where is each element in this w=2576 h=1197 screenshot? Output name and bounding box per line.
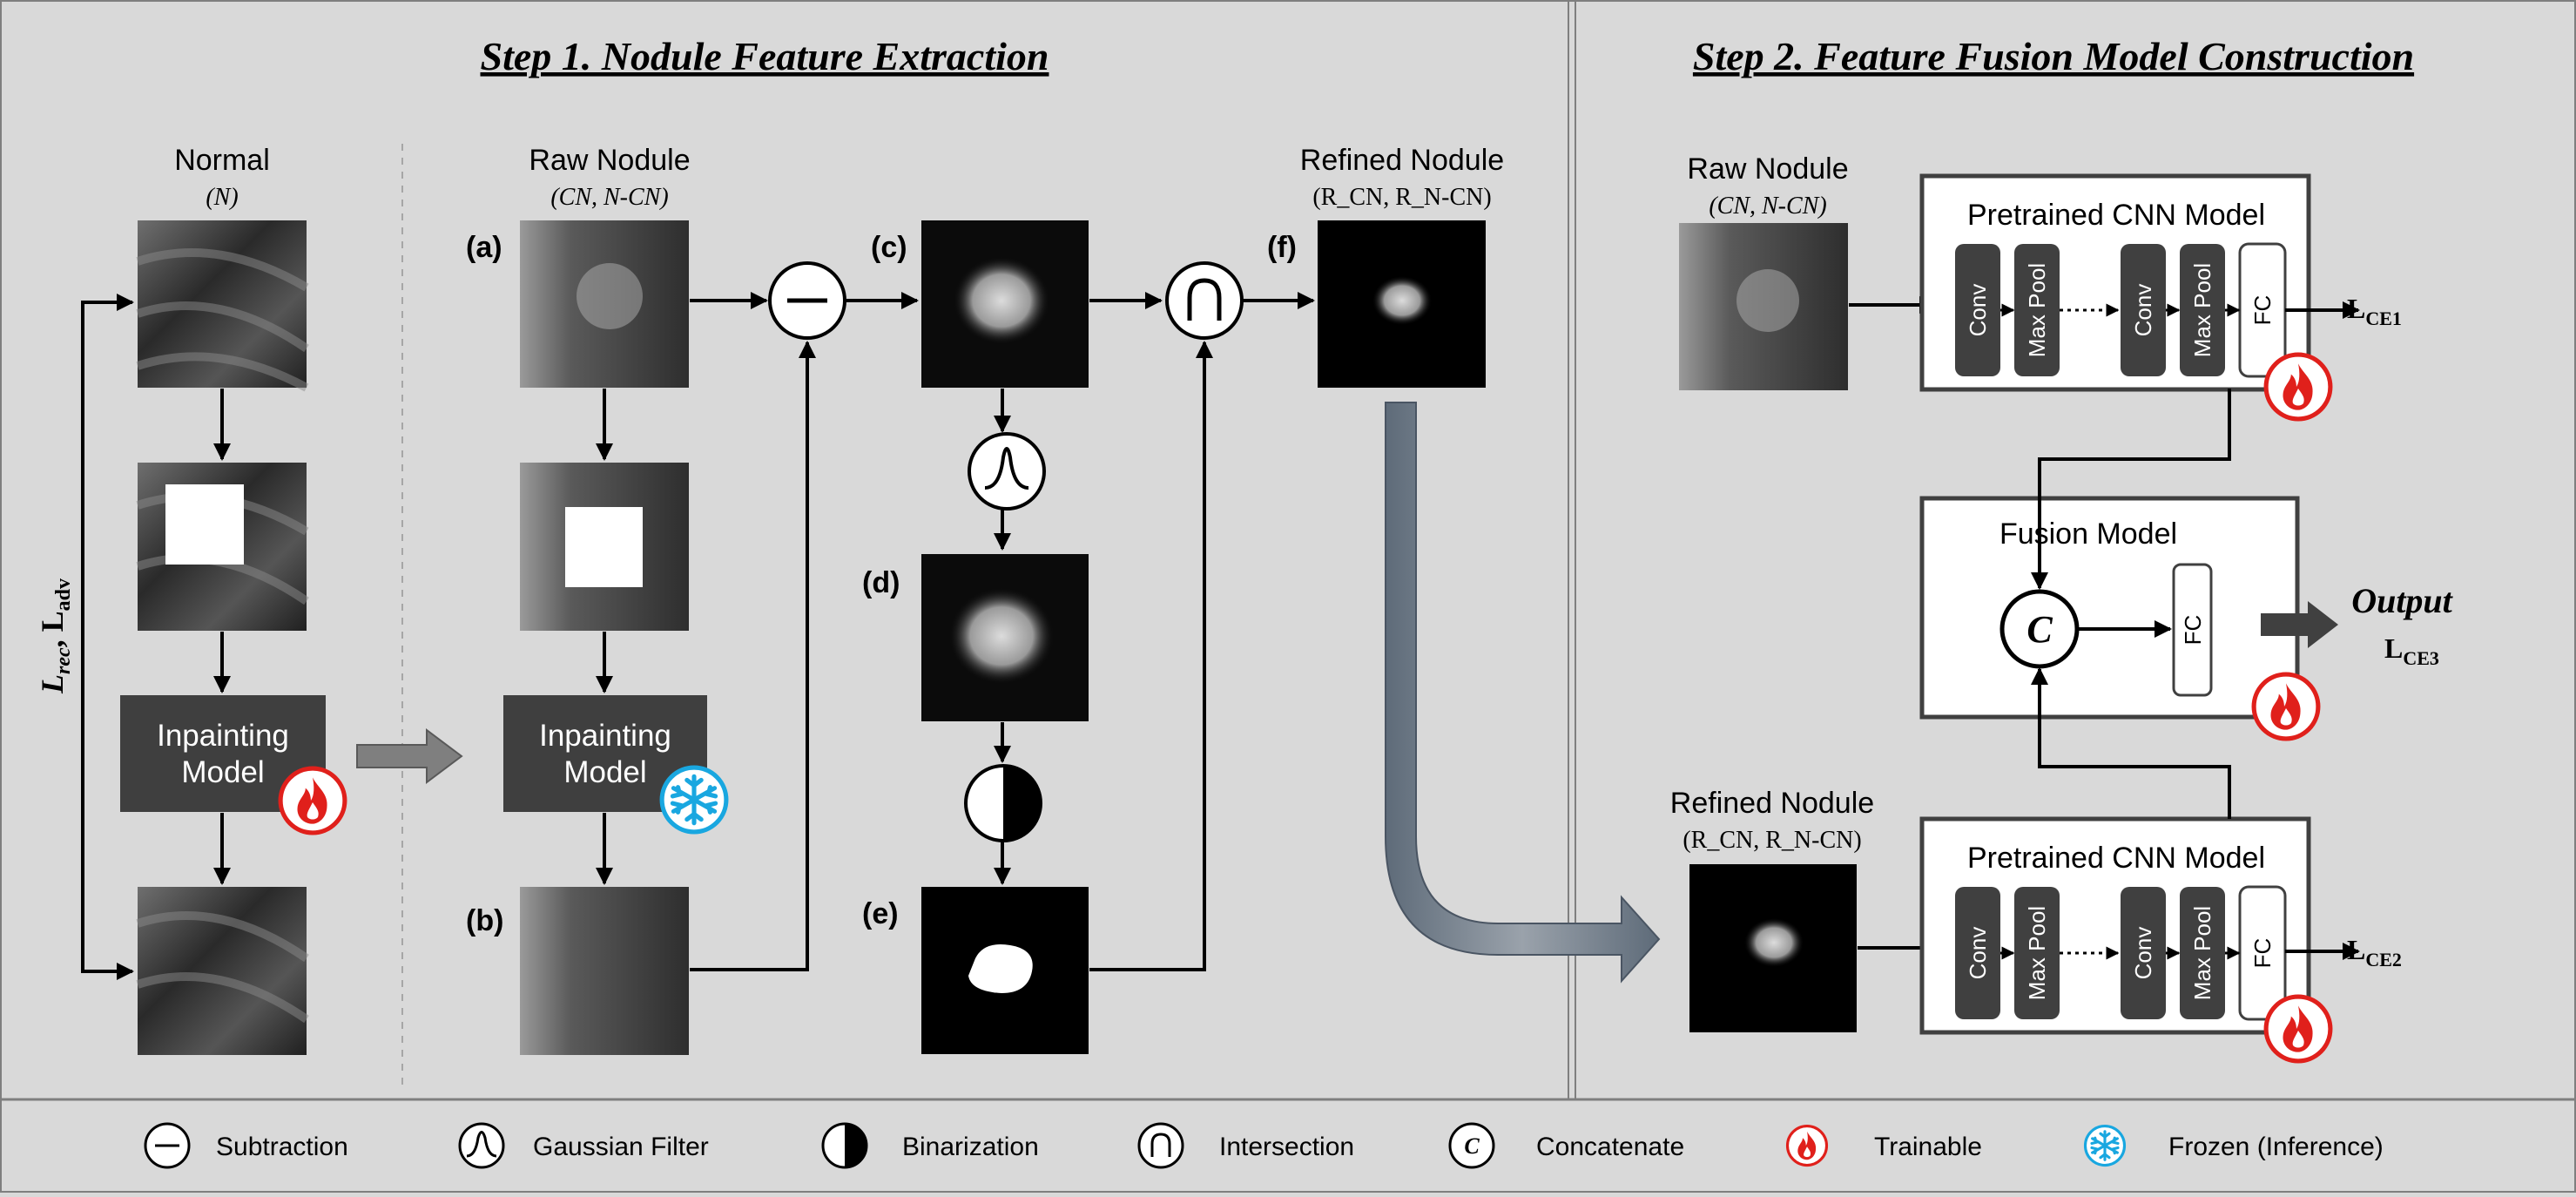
- svg-text:Model: Model: [563, 755, 646, 789]
- tag-f: (f): [1267, 231, 1297, 264]
- svg-text:Pretrained CNN Model: Pretrained CNN Model: [1967, 842, 2265, 875]
- legend-intersection: Intersection: [1219, 1133, 1354, 1161]
- svg-text:Inpainting: Inpainting: [157, 719, 289, 753]
- tag-a: (a): [466, 231, 502, 264]
- raw-sub: (CN, N-CN): [550, 184, 668, 211]
- loss-loop-arrow-top: [81, 294, 134, 610]
- svg-text:Fusion Model: Fusion Model: [1999, 517, 2177, 551]
- refined-label: Refined Nodule: [1300, 144, 1504, 177]
- flame-icon: [1785, 1124, 1829, 1167]
- flame-icon: [2254, 674, 2318, 739]
- loss-ce2: LCE2: [2347, 934, 2402, 970]
- normal-sub: (N): [206, 184, 238, 211]
- smoothed-image: [921, 554, 1089, 721]
- legend-binarization: Binarization: [902, 1133, 1039, 1161]
- svg-text:Conv: Conv: [2130, 927, 2156, 980]
- flame-icon: [280, 768, 345, 833]
- step2-raw-sub: (CN, N-CN): [1709, 193, 1826, 220]
- tag-b: (b): [466, 904, 503, 937]
- binary-mask-image: [921, 887, 1089, 1054]
- svg-text:FC: FC: [2249, 938, 2276, 969]
- raw-xray-masked: [520, 463, 689, 631]
- arrow-cnn1-to-concat: [2031, 389, 2231, 590]
- cnn-model-top: Pretrained CNN Model Conv Max Pool Conv …: [1919, 173, 2311, 392]
- svg-text:Pretrained CNN Model: Pretrained CNN Model: [1967, 199, 2265, 232]
- difference-image: [921, 220, 1089, 388]
- legend-gaussian: Gaussian Filter: [533, 1133, 709, 1161]
- gaussian-op: [968, 432, 1046, 511]
- arrow-recon-to-sub: [690, 341, 816, 971]
- intersection-icon: [1137, 1122, 1184, 1169]
- fusion-model: Fusion Model C FC: [1919, 496, 2300, 720]
- raw-xray-input: [520, 220, 689, 388]
- step2-refined-label: Refined Nodule: [1670, 787, 1874, 820]
- concatenate-icon: C: [1448, 1122, 1495, 1169]
- svg-text:Conv: Conv: [2130, 284, 2156, 337]
- normal-xray-input: [136, 220, 309, 392]
- tag-d: (d): [862, 566, 900, 599]
- svg-text:Inpainting: Inpainting: [539, 719, 671, 753]
- svg-text:FC: FC: [2180, 615, 2206, 646]
- cnn-model-bottom: Pretrained CNN Model Conv Max Pool Conv …: [1919, 816, 2311, 1035]
- svg-text:C: C: [1464, 1133, 1480, 1159]
- output-arrow: [2261, 601, 2338, 648]
- subtraction-icon: [144, 1122, 191, 1169]
- step1-title: Step 1. Nodule Feature Extraction: [481, 34, 1049, 78]
- step2-title: Step 2. Feature Fusion Model Constructio…: [1693, 34, 2414, 78]
- refined-sub: (R_CN, R_N-CN): [1312, 184, 1491, 211]
- svg-text:Max Pool: Max Pool: [2024, 906, 2050, 1000]
- normal-label: Normal: [174, 144, 270, 177]
- arrow-e-to-int: [1089, 341, 1213, 971]
- transfer-arrow: [356, 728, 463, 784]
- flame-icon: [2266, 997, 2330, 1061]
- raw-xray-reconstructed: [520, 887, 689, 1055]
- loss-label: Lrec, Ladv: [35, 578, 75, 694]
- svg-text:C: C: [2026, 608, 2053, 651]
- step2-raw-image: [1679, 223, 1848, 390]
- normal-xray-masked: [136, 463, 309, 631]
- refined-nodule-image: [1318, 220, 1486, 388]
- snowflake-icon: [2083, 1124, 2127, 1167]
- arrow-cnn2-to-concat: [2031, 667, 2231, 819]
- step2-refined-image: [1689, 864, 1857, 1032]
- loss-ce3: LCE3: [2384, 632, 2439, 669]
- raw-label: Raw Nodule: [529, 144, 690, 177]
- tag-e: (e): [862, 897, 899, 930]
- loss-ce1: LCE1: [2347, 293, 2402, 329]
- intersection-op: [1165, 261, 1244, 340]
- step2-raw-label: Raw Nodule: [1687, 152, 1848, 186]
- svg-text:Max Pool: Max Pool: [2189, 906, 2215, 1000]
- binarization-icon: [821, 1122, 868, 1169]
- legend-subtraction: Subtraction: [216, 1133, 348, 1161]
- subtraction-op: [768, 261, 846, 340]
- normal-xray-output: [136, 887, 309, 1055]
- gaussian-icon: [458, 1122, 505, 1169]
- output-label: Output: [2351, 581, 2453, 620]
- snowflake-icon: [662, 768, 726, 832]
- svg-text:FC: FC: [2249, 295, 2276, 326]
- transfer-curved-arrow: [1385, 402, 1661, 984]
- svg-text:Conv: Conv: [1965, 284, 1991, 337]
- binarization-op: [964, 764, 1042, 842]
- svg-text:Max Pool: Max Pool: [2024, 263, 2050, 357]
- flame-icon: [2266, 355, 2330, 419]
- tag-c: (c): [871, 231, 907, 264]
- svg-text:Conv: Conv: [1965, 927, 1991, 980]
- step2-refined-sub: (R_CN, R_N-CN): [1682, 827, 1861, 854]
- legend-trainable: Trainable: [1874, 1133, 1982, 1161]
- legend: Subtraction Gaussian Filter Binarization…: [144, 1122, 2384, 1169]
- legend-concatenate: Concatenate: [1536, 1133, 1684, 1161]
- loss-loop-arrow: [81, 301, 134, 980]
- svg-text:Max Pool: Max Pool: [2189, 263, 2215, 357]
- legend-frozen: Frozen (Inference): [2168, 1133, 2384, 1161]
- svg-text:Model: Model: [181, 755, 264, 789]
